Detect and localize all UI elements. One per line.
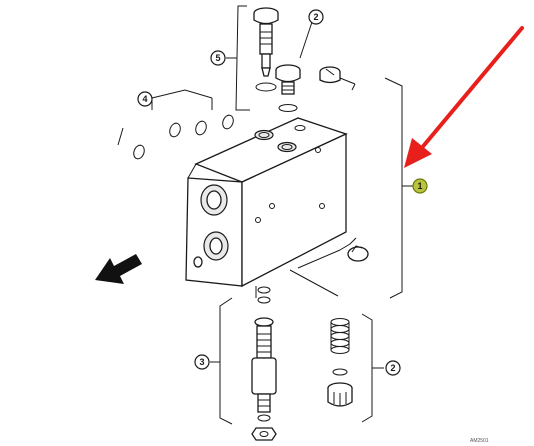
side-cap <box>297 237 369 269</box>
red-pointer-arrow <box>404 26 524 168</box>
direction-arrow <box>95 254 142 284</box>
part-3-cartridge <box>251 286 277 441</box>
bracket-2-bottom <box>361 313 384 423</box>
callout-1: 1 <box>412 178 428 194</box>
bracket-1 <box>384 77 414 299</box>
callout-2-bottom: 2 <box>385 360 401 376</box>
part-2-spring-plug <box>327 318 353 407</box>
callout-5: 5 <box>210 50 226 66</box>
svg-text:3: 3 <box>199 357 204 367</box>
reference-code: AM2501 <box>470 438 489 444</box>
part-5-screw <box>253 7 279 92</box>
valve-block <box>185 117 348 288</box>
svg-text:5: 5 <box>215 53 220 63</box>
part-4-orings <box>117 89 234 160</box>
bracket-3 <box>210 297 233 425</box>
part-2-plug-top <box>275 21 313 112</box>
callout-3: 3 <box>194 354 210 370</box>
svg-text:1: 1 <box>417 181 422 191</box>
lower-guide-lines <box>255 269 339 298</box>
callout-4: 4 <box>137 91 153 107</box>
callout-2-top: 2 <box>308 9 324 25</box>
svg-text:2: 2 <box>390 363 395 373</box>
svg-text:4: 4 <box>142 94 147 104</box>
svg-text:2: 2 <box>313 12 318 22</box>
bracket-5 <box>226 5 250 111</box>
small-cap <box>319 66 356 91</box>
